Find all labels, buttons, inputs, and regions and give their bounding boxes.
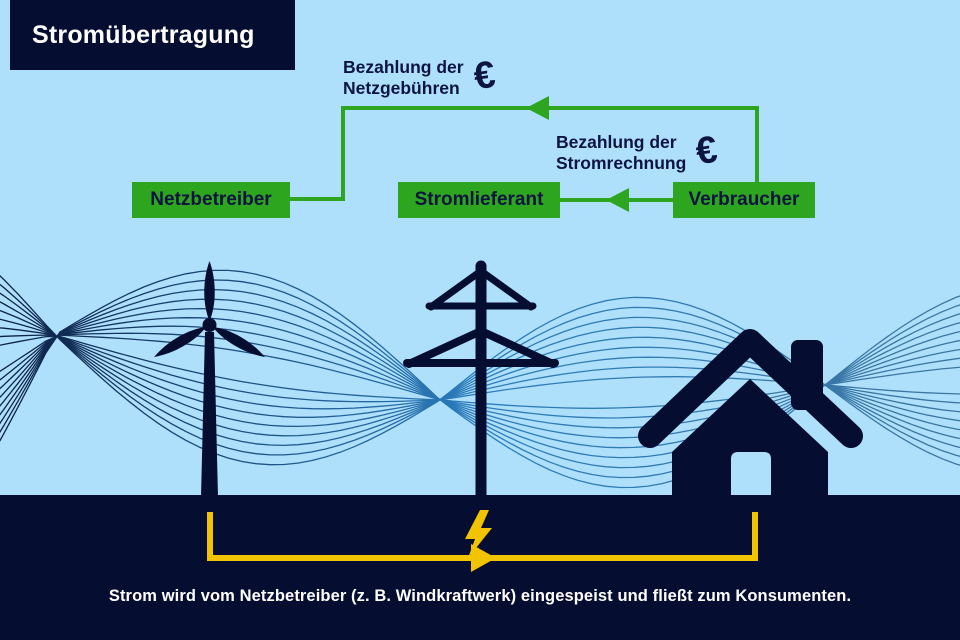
power-flow-bracket (207, 510, 758, 572)
entity-label: Verbraucher (688, 189, 800, 210)
entity-box-netzbetreiber: Netzbetreiber (132, 182, 290, 218)
power-pole-illustration (403, 260, 559, 503)
payment-label-line2: Stromrechnung (556, 153, 687, 173)
euro-icon: € (470, 53, 498, 99)
arrow-right-icon (471, 544, 496, 572)
payment-flow-lines (290, 96, 759, 212)
arrow-left-icon (606, 188, 629, 212)
euro-icon: € (693, 128, 721, 174)
entity-label: Netzbetreiber (150, 189, 272, 210)
payment-label-line1: Bezahlung der (343, 57, 464, 77)
caption-text: Strom wird vom Netzbetreiber (z. B. Wind… (108, 587, 852, 605)
page-title: Stromübertragung (32, 20, 255, 49)
house-illustration (638, 329, 863, 497)
lightning-bolt-icon (465, 510, 492, 558)
payment-label-line2: Netzgebühren (343, 78, 460, 98)
wind-turbine-illustration (154, 261, 265, 497)
house-door (731, 452, 771, 497)
entity-box-verbraucher: Verbraucher (673, 182, 815, 218)
arrow-left-icon (526, 96, 549, 120)
title-banner: Stromübertragung (10, 0, 295, 70)
entity-label: Stromlieferant (414, 189, 544, 210)
payment-label-netzgebuehren: Bezahlung der Netzgebühren € (343, 53, 498, 99)
payment-label-line1: Bezahlung der (556, 132, 677, 152)
entity-box-stromlieferant: Stromlieferant (398, 182, 560, 218)
payment-label-stromrechnung: Bezahlung der Stromrechnung € (556, 128, 721, 174)
